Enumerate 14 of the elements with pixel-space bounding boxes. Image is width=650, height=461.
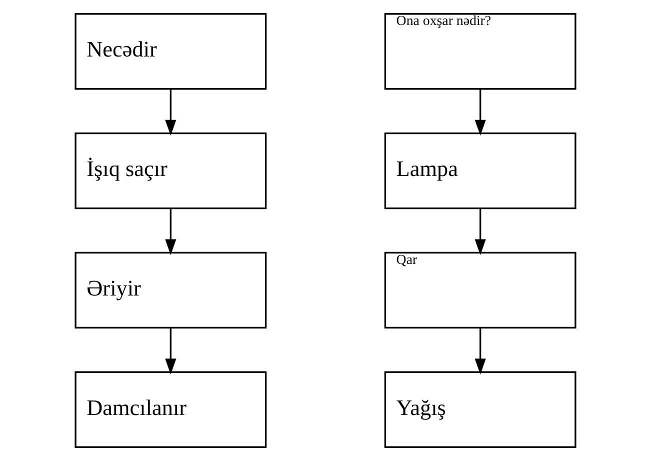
arrow xyxy=(164,89,176,136)
node-box: Necədir xyxy=(74,13,266,90)
node-box: Əriyir xyxy=(74,252,266,329)
arrow xyxy=(474,208,486,256)
node-box: Damcılanır xyxy=(74,371,266,448)
arrow xyxy=(164,328,176,375)
node-box: Ona oxşar nədir? xyxy=(384,13,576,90)
node-box: Lampa xyxy=(384,132,576,210)
node-box: Qar xyxy=(384,252,576,329)
arrow xyxy=(164,208,176,256)
node-box: Yağış xyxy=(384,371,576,448)
node-box: İşıq saçır xyxy=(74,132,266,210)
arrow xyxy=(474,328,486,375)
arrow xyxy=(474,89,486,136)
